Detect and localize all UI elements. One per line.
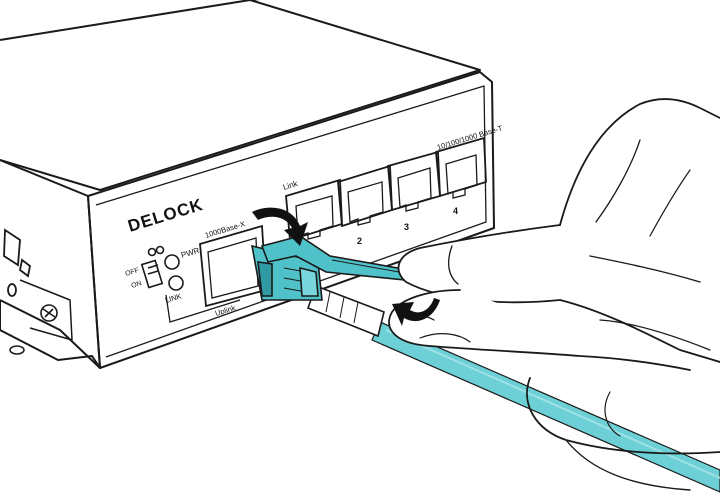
mounting-screw-icon <box>40 304 58 322</box>
rj45-port-4 <box>435 136 487 198</box>
control-panel <box>140 245 241 323</box>
lc-duplex-connector <box>250 235 426 301</box>
label-off: OFF <box>125 267 140 278</box>
label-port-2: 2 <box>357 236 362 246</box>
mode-dot-2 <box>155 245 165 255</box>
rj45-port-3 <box>387 150 441 212</box>
label-port-link: Link <box>282 179 300 192</box>
label-port-3: 3 <box>404 222 409 232</box>
link-led <box>168 275 184 291</box>
label-uplink: Uplink <box>214 303 237 318</box>
label-on: ON <box>131 280 143 290</box>
dip-switch <box>140 259 164 289</box>
label-link-led: LINK <box>164 291 183 304</box>
curved-arrow-icon <box>392 298 440 326</box>
side-vents <box>3 228 31 297</box>
flange-hole <box>9 345 25 355</box>
rj45-ports <box>285 136 487 242</box>
curved-arrow-icon <box>252 207 308 246</box>
label-pwr: PWR <box>180 246 201 260</box>
pwr-led <box>164 254 180 270</box>
hand-outline <box>388 98 720 491</box>
rj45-port-2 <box>337 164 393 228</box>
brand-logo: DELOCK <box>126 195 206 236</box>
mode-dot-1 <box>147 247 157 257</box>
label-port-4: 4 <box>453 206 458 216</box>
